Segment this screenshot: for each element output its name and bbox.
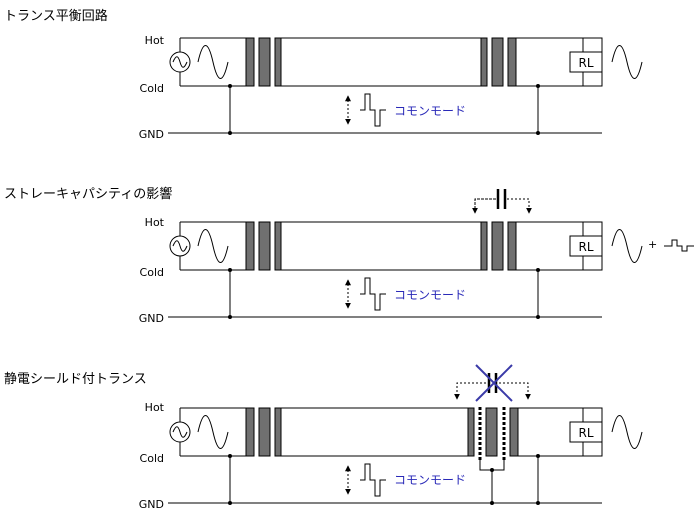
shielded-output-transformer bbox=[467, 407, 519, 460]
ac-source-icon bbox=[169, 51, 191, 73]
common-mode-pulse-icon bbox=[664, 239, 694, 252]
gnd-label: GND bbox=[139, 128, 164, 141]
ac-source-icon bbox=[169, 235, 191, 257]
input-transformer bbox=[245, 407, 282, 457]
input-circuit-wires bbox=[179, 407, 250, 457]
load-resistor bbox=[569, 421, 603, 443]
capacitor-icon bbox=[487, 373, 498, 393]
common-mode-pulse-icon bbox=[360, 93, 386, 127]
junction-dot bbox=[228, 268, 232, 272]
common-mode-label: コモンモード bbox=[394, 288, 466, 302]
stray-capacitance-path bbox=[454, 382, 486, 400]
balanced-line bbox=[281, 407, 468, 457]
sine-wave-icon bbox=[197, 415, 229, 449]
junction-dot bbox=[228, 315, 232, 319]
output-transformer bbox=[480, 221, 517, 271]
section-shielded-transformer: 静電シールド付トランス Hot Cold GND bbox=[4, 364, 643, 511]
section-title: トランス平衡回路 bbox=[4, 8, 108, 24]
common-mode-label: コモンモード bbox=[394, 473, 466, 487]
junction-dot bbox=[228, 131, 232, 135]
cold-label: Cold bbox=[140, 452, 164, 465]
gnd-wires bbox=[168, 456, 602, 504]
load-label: RL bbox=[578, 56, 593, 70]
hot-label: Hot bbox=[145, 34, 165, 47]
gnd-label: GND bbox=[139, 498, 164, 511]
stray-capacitance-path bbox=[474, 198, 529, 213]
gnd-wires bbox=[168, 270, 602, 318]
junction-dot bbox=[536, 268, 540, 272]
junction-dot bbox=[228, 454, 232, 458]
hot-label: Hot bbox=[145, 216, 165, 229]
balanced-line bbox=[281, 221, 481, 271]
junction-dot bbox=[228, 84, 232, 88]
input-transformer bbox=[245, 221, 282, 271]
sine-wave-icon bbox=[611, 415, 643, 449]
capacitor-icon bbox=[496, 189, 507, 209]
common-mode-label: コモンモード bbox=[394, 104, 466, 118]
sine-wave-icon bbox=[197, 45, 229, 79]
load-label: RL bbox=[578, 240, 593, 254]
gnd-wires bbox=[168, 86, 602, 134]
plus-label: + bbox=[648, 238, 657, 251]
section-title: ストレーキャパシティの影響 bbox=[4, 186, 172, 202]
sine-wave-icon bbox=[611, 45, 643, 79]
cold-label: Cold bbox=[140, 266, 164, 279]
balanced-line bbox=[281, 37, 481, 87]
junction-dot bbox=[536, 454, 540, 458]
common-mode-pulse-icon bbox=[360, 277, 386, 311]
load-resistor bbox=[569, 51, 603, 73]
cold-label: Cold bbox=[140, 82, 164, 95]
input-circuit-wires bbox=[179, 221, 250, 271]
junction-dot bbox=[536, 131, 540, 135]
sine-wave-icon bbox=[611, 229, 643, 263]
junction-dot bbox=[536, 315, 540, 319]
junction-dot bbox=[490, 468, 494, 472]
junction-dot bbox=[536, 501, 540, 505]
ac-source-icon bbox=[169, 421, 191, 443]
section-transformer-balanced: トランス平衡回路 Hot Cold GND RL bbox=[4, 8, 643, 141]
shield-ground-wire bbox=[479, 460, 505, 503]
sine-wave-icon bbox=[197, 229, 229, 263]
junction-dot bbox=[490, 501, 494, 505]
hot-label: Hot bbox=[145, 401, 165, 414]
input-transformer bbox=[245, 37, 282, 87]
section-stray-capacitance: ストレーキャパシティの影響 Hot Cold GND RL bbox=[4, 186, 694, 325]
input-circuit-wires bbox=[179, 37, 250, 87]
junction-dot bbox=[228, 501, 232, 505]
gnd-label: GND bbox=[139, 312, 164, 325]
load-label: RL bbox=[578, 426, 593, 440]
cross-out-icon bbox=[475, 364, 513, 402]
load-resistor bbox=[569, 235, 603, 257]
junction-dot bbox=[536, 84, 540, 88]
section-title: 静電シールド付トランス bbox=[4, 372, 147, 387]
output-transformer bbox=[480, 37, 517, 87]
common-mode-pulse-icon bbox=[360, 463, 386, 497]
